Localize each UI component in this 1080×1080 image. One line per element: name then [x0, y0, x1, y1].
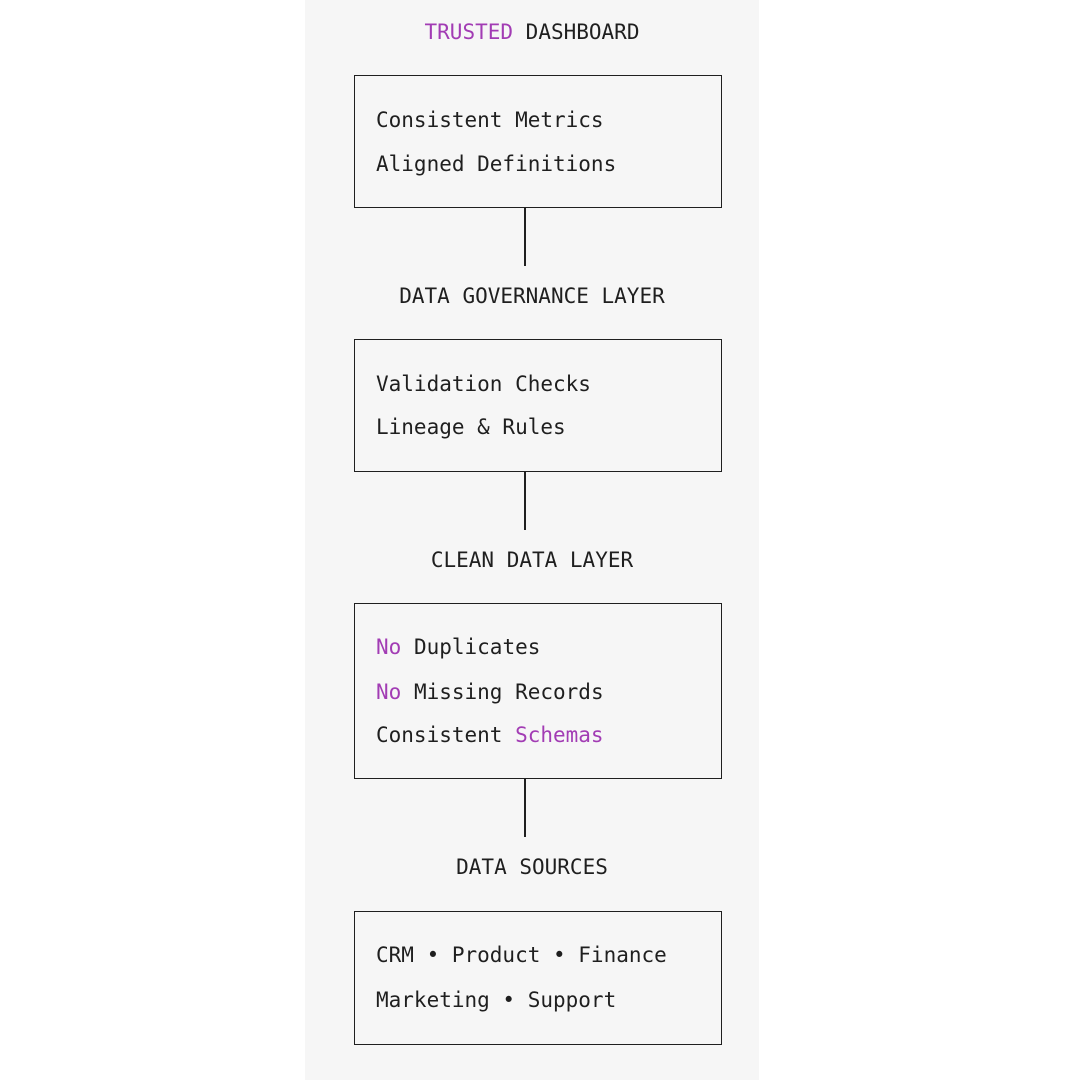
box-line: Validation Checks	[376, 369, 591, 399]
box-line-part: No	[376, 680, 402, 704]
box-line-part: Consistent Metrics	[376, 108, 604, 132]
box-line-part: Marketing • Support	[376, 988, 617, 1012]
box-line-part: Schemas	[515, 723, 604, 747]
box-line: Aligned Definitions	[376, 149, 616, 179]
box-line-part: Consistent	[376, 723, 516, 747]
box-line: Marketing • Support	[376, 985, 616, 1015]
heading-part: DATA SOURCES	[456, 855, 608, 879]
layer-heading-clean-data: CLEAN DATA LAYER	[305, 545, 759, 575]
heading-part: TRUSTED	[424, 20, 514, 44]
heading-part: DATA GOVERNANCE LAYER	[399, 284, 665, 308]
box-line-part: Missing Records	[401, 680, 604, 704]
heading-part: DASHBOARD	[513, 20, 640, 44]
connector-line	[524, 472, 526, 530]
layer-heading-data-governance: DATA GOVERNANCE LAYER	[305, 281, 759, 311]
box-line-part: No	[376, 635, 402, 659]
layer-box-clean-data	[354, 603, 722, 779]
layer-box-data-governance	[354, 339, 722, 472]
connector-line	[524, 208, 526, 266]
diagram-panel	[305, 0, 759, 1080]
box-line: CRM • Product • Finance	[376, 940, 667, 970]
box-line: No Missing Records	[376, 677, 604, 707]
box-line-part: Lineage & Rules	[376, 415, 566, 439]
box-line: Lineage & Rules	[376, 412, 566, 442]
connector-line	[524, 779, 526, 837]
box-line-part: Validation Checks	[376, 372, 591, 396]
layer-box-data-sources	[354, 911, 722, 1045]
box-line: No Duplicates	[376, 632, 540, 662]
layer-heading-data-sources: DATA SOURCES	[305, 852, 759, 882]
layer-heading-trusted-dashboard: TRUSTED DASHBOARD	[305, 17, 759, 47]
box-line-part: Duplicates	[401, 635, 541, 659]
box-line: Consistent Metrics	[376, 105, 604, 135]
heading-part: CLEAN DATA LAYER	[430, 548, 634, 572]
box-line: Consistent Schemas	[376, 720, 604, 750]
box-line-part: CRM • Product • Finance	[376, 943, 667, 967]
box-line-part: Aligned Definitions	[376, 152, 617, 176]
layer-box-trusted-dashboard	[354, 75, 722, 208]
